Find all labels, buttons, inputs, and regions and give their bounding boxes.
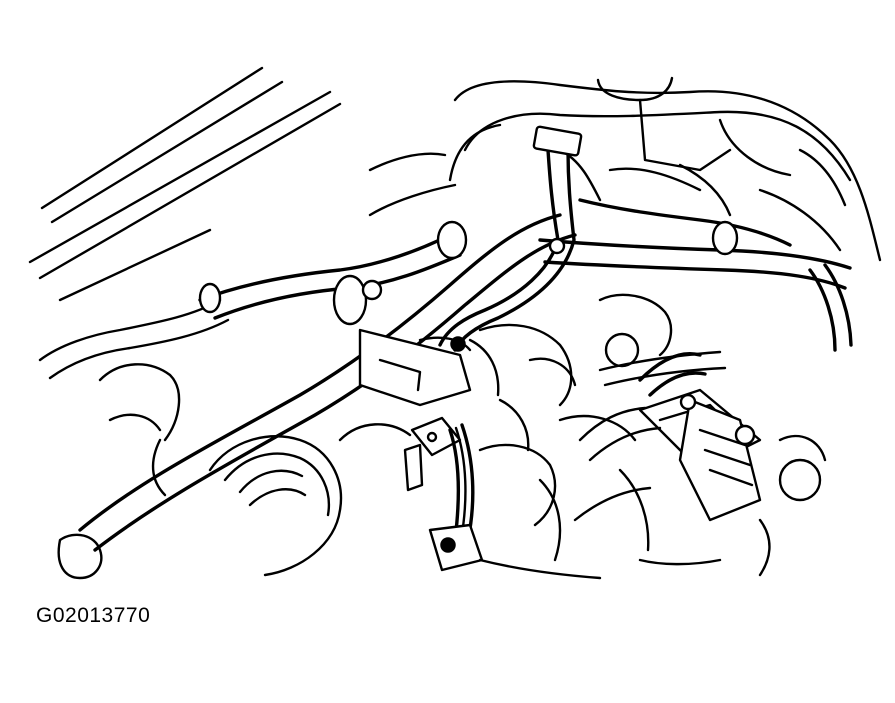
- plug-wires: [573, 350, 727, 522]
- hose-clamps: [198, 220, 739, 326]
- hood-edge-lines: [28, 66, 342, 302]
- wire-harness: [438, 125, 583, 352]
- figure-code-label: G02013770: [36, 604, 151, 627]
- engine-block-details: [478, 293, 673, 580]
- air-intake-duct: [57, 363, 412, 580]
- engine-background-outline: [368, 76, 882, 262]
- sensor-bracket: [403, 416, 484, 572]
- throttle-body-assembly: [358, 328, 500, 407]
- engine-bay-line-illustration: [28, 66, 882, 580]
- ignition-components: [618, 263, 853, 577]
